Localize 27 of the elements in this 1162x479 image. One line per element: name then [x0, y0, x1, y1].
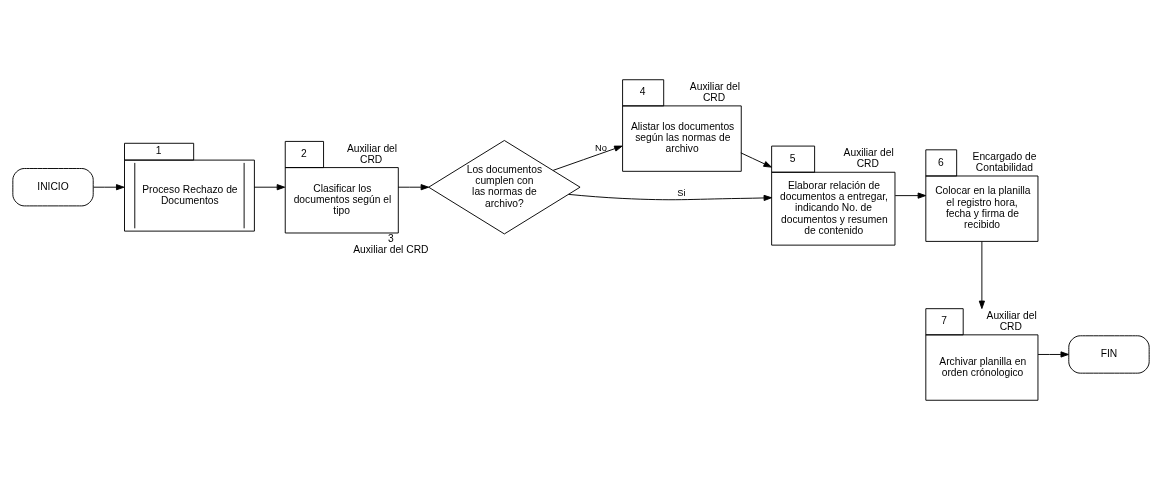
node-label: Auxiliar del CRD	[346, 142, 398, 165]
node-label: Auxiliar del CRD	[689, 80, 741, 103]
arrow	[568, 193, 772, 201]
arrow	[894, 192, 927, 199]
node-diamond: Los documentos cumplen con las normas de archivo?	[428, 139, 581, 234]
node-box: INICIO	[12, 167, 94, 206]
node-label: 2	[301, 147, 307, 159]
arrow	[740, 151, 772, 168]
node-label: 5	[789, 152, 796, 164]
node-label: 6	[937, 156, 944, 168]
node-box: FIN	[1068, 334, 1150, 374]
edge-label: Si	[677, 187, 686, 198]
node-label: 3	[387, 232, 394, 244]
arrow	[93, 183, 125, 190]
node-label: Auxiliar del CRD	[986, 309, 1037, 332]
arrow	[397, 183, 430, 190]
node-label: 7	[941, 314, 947, 326]
node-label: Auxiliar del CRD	[843, 146, 894, 169]
node-label: Auxiliar del CRD	[353, 243, 429, 255]
arrow	[253, 183, 286, 190]
arrow	[1037, 350, 1069, 358]
node-label: 4	[639, 85, 646, 97]
node-label: 1	[155, 144, 162, 156]
arrow	[552, 145, 623, 171]
node-label: Encargado de Contabilidad	[972, 150, 1037, 173]
arrow	[978, 240, 985, 309]
edge-label: No	[595, 142, 608, 153]
